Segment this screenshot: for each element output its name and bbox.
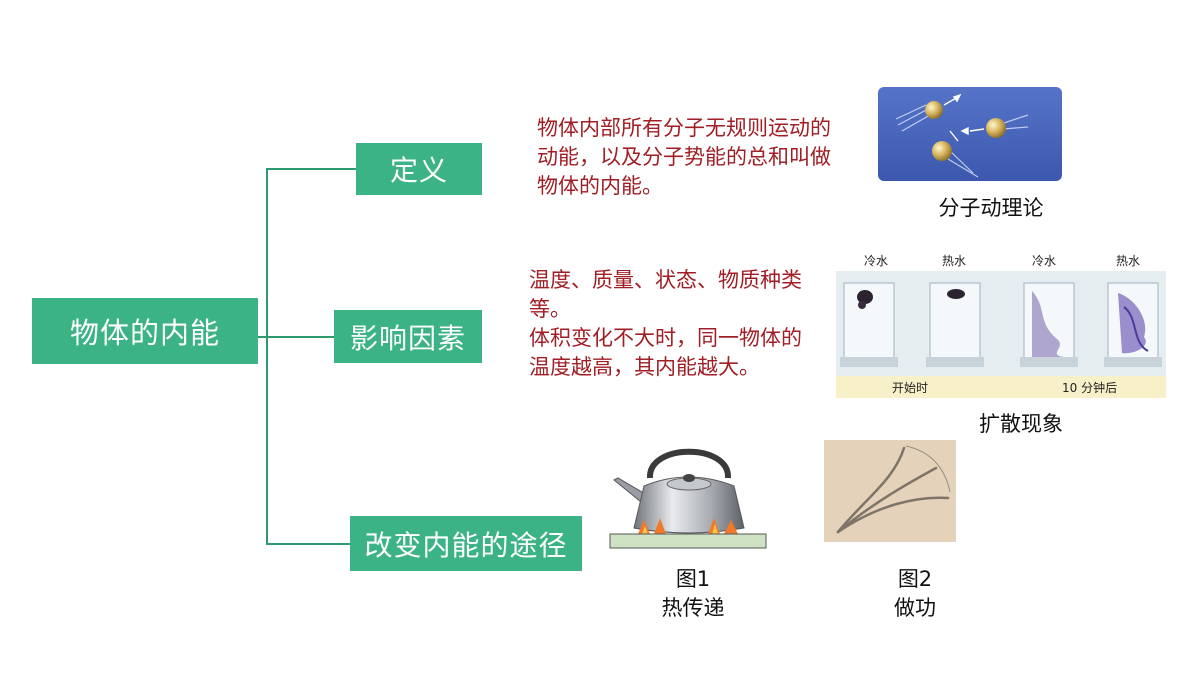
label-cold-water-1: 冷水 [864, 254, 888, 268]
branch-factors: 影响因素 [334, 310, 482, 363]
definition-text: 物体内部所有分子无规则运动的动能，以及分子势能的总和叫做物体的内能。 [537, 116, 831, 198]
label-after: 10 分钟后 [1062, 380, 1117, 395]
factors-text-1: 温度、质量、状态、物质种类等。 [529, 268, 802, 321]
branch-connector-definition [266, 168, 356, 170]
bending-wire-image [824, 440, 956, 542]
diffusion-image: 冷水 热水 冷水 热水 开始时 10 分钟后 [832, 247, 1168, 403]
figure1-caption: 热传递 [661, 596, 725, 620]
branch-connector-factors [266, 336, 334, 338]
molecule-caption: 分子动理论 [938, 196, 1044, 220]
label-hot-water-1: 热水 [942, 254, 966, 268]
root-connector [258, 336, 268, 338]
figure2-caption: 做功 [894, 596, 936, 620]
figure2-number: 图2 [897, 567, 933, 591]
branch-connector-ways [266, 543, 350, 545]
figure1-number: 图1 [675, 567, 711, 591]
kettle-image [608, 438, 768, 552]
diffusion-caption: 扩散现象 [979, 412, 1063, 436]
label-start: 开始时 [892, 381, 928, 395]
molecule-motion-image [878, 87, 1062, 181]
label-cold-water-2: 冷水 [1032, 254, 1056, 268]
factors-text-2: 体积变化不大时，同一物体的温度越高，其内能越大。 [529, 326, 802, 379]
branch-ways: 改变内能的途径 [350, 516, 582, 571]
root-node: 物体的内能 [32, 298, 258, 364]
label-hot-water-2: 热水 [1116, 254, 1140, 268]
branch-definition: 定义 [356, 143, 482, 195]
tree-trunk [266, 168, 268, 545]
